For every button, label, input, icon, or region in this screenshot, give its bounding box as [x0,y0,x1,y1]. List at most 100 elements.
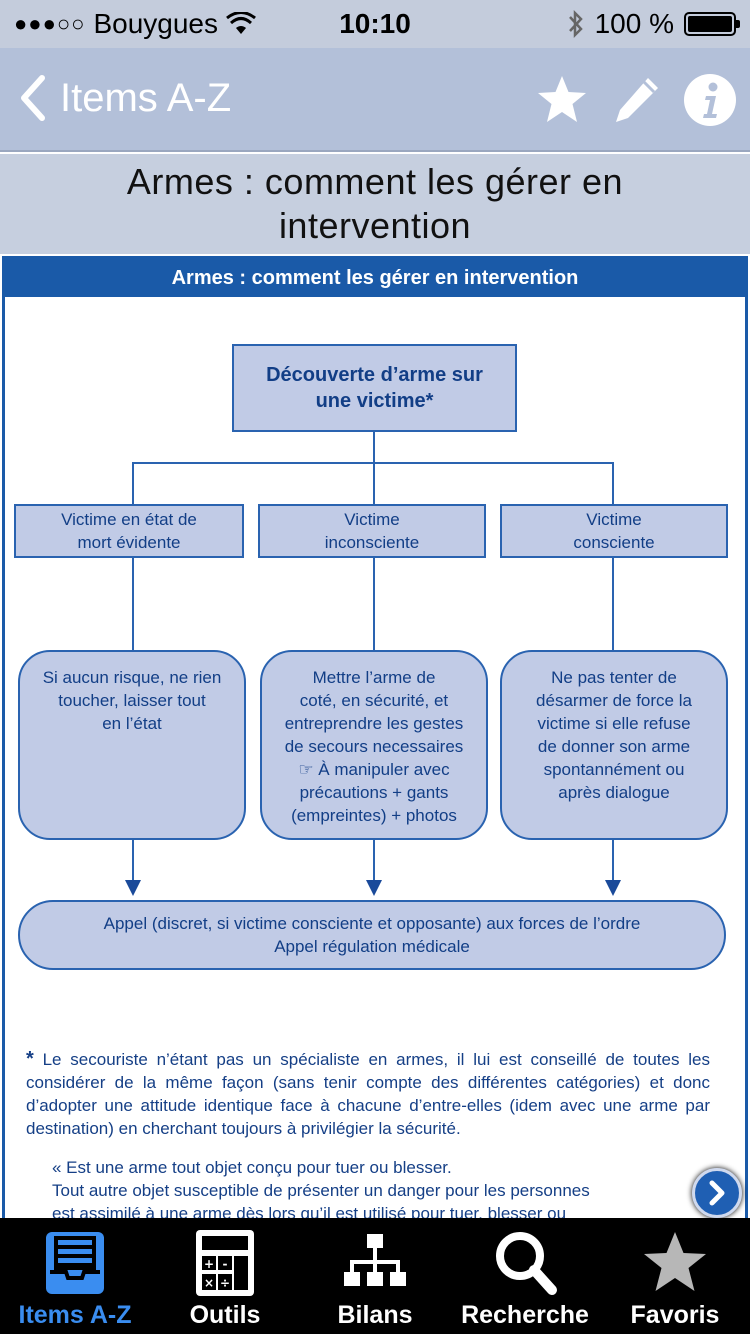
action-line: spontannément ou [543,760,685,779]
pencil-icon[interactable] [608,72,664,128]
connector-line [132,462,134,504]
inbox-tray-icon [46,1232,104,1294]
bluetooth-icon [568,9,583,39]
carrier-group: ●●●○○ Bouygues [14,8,256,40]
tab-label: Recherche [461,1301,589,1329]
signal-dots-icon: ●●●○○ [14,11,86,36]
connector-line [612,558,614,650]
tab-bilans[interactable]: Bilans [300,1218,450,1334]
action-line: précautions + gants [299,783,449,802]
svg-text:-: - [223,1257,228,1271]
action-conscious-box: Ne pas tenter de désarmer de force la vi… [500,650,728,840]
org-chart-icon [344,1234,406,1286]
action-line: en l’état [102,714,162,733]
call-line1: Appel (discret, si victime consciente et… [103,914,641,933]
figure-header: Armes : comment les gérer en interventio… [5,259,745,297]
next-page-button[interactable] [692,1168,742,1218]
arrow-down-icon [125,880,141,896]
star-icon [644,1232,706,1291]
tab-label: Favoris [630,1301,720,1329]
discovery-line2: une victime* [315,390,434,412]
magnifier-icon [496,1232,557,1295]
clock: 10:10 [339,8,411,39]
call-line2: Appel régulation médicale [274,937,470,956]
quote-line: est assimilé à une arme dès lors qu’il e… [52,1204,567,1218]
connector-line [373,840,375,882]
page-title: Armes : comment les gérer en interventio… [0,154,750,254]
action-line: ☞ À manipuler avec [298,760,450,779]
arrow-down-icon [605,880,621,896]
tab-outils[interactable]: + - × ÷ Outils [150,1218,300,1334]
calculator-icon: + - × ÷ [196,1230,254,1296]
action-line: Mettre l’arme de [312,668,436,687]
action-line: Ne pas tenter de [551,668,677,687]
tab-label: Items A-Z [18,1301,132,1329]
tab-items-az[interactable]: Items A-Z [0,1218,150,1334]
category-unconscious-box: Victime inconsciente [258,504,486,558]
battery-percent: 100 % [594,8,674,39]
category-line: mort évidente [77,533,181,552]
action-line: victime si elle refuse [537,714,691,733]
chevron-right-icon [709,1180,725,1206]
content-scroll-area[interactable]: Armes : comment les gérer en interventio… [0,254,750,1218]
connector-line [373,558,375,650]
action-line: après dialogue [558,783,670,802]
nav-actions [534,72,738,128]
tab-recherche[interactable]: Recherche [450,1218,600,1334]
action-line: de secours necessaires [284,737,464,756]
category-line: Victime [344,510,400,529]
back-label: Items A-Z [60,75,232,120]
svg-text:÷: ÷ [220,1276,230,1290]
battery-icon [684,12,740,36]
call-box: Appel (discret, si victime consciente et… [18,900,726,970]
connector-line [612,840,614,882]
action-line: de donner son arme [537,737,691,756]
action-line: (empreintes) + photos [291,806,457,825]
info-icon[interactable] [682,72,738,128]
category-line: consciente [573,533,655,552]
tab-label: Bilans [337,1301,413,1329]
footnote-star: * [26,1048,34,1070]
action-line: entreprendre les gestes [284,714,464,733]
connector-line [373,432,375,462]
category-conscious-box: Victime consciente [500,504,728,558]
svg-text:+: + [204,1257,214,1271]
back-button[interactable]: Items A-Z [18,74,231,122]
page-title-line1: Armes : comment les gérer en [126,161,624,202]
action-line: Si aucun risque, ne rien [42,668,222,687]
action-line: désarmer de force la [536,691,692,710]
flowchart-figure: Armes : comment les gérer en interventio… [2,256,748,1218]
wifi-icon [226,12,256,34]
tab-favoris[interactable]: Favoris [600,1218,750,1334]
category-line: Victime en état de [61,510,197,529]
connector-line [132,840,134,882]
quote-line: Tout autre objet susceptible de présente… [52,1181,590,1200]
category-line: inconsciente [324,533,420,552]
star-icon[interactable] [534,72,590,128]
status-right: 100 % [567,8,740,40]
tab-bar: Items A-Z + - × ÷ Outils [0,1218,750,1334]
navigation-bar: Items A-Z [0,48,750,152]
footnote-text: Le secouriste n’étant pas un spécialiste… [26,1050,710,1138]
page-title-line2: intervention [278,205,472,246]
footnote: * Le secouriste n’étant pas un spécialis… [26,1048,710,1140]
action-unconscious-box: Mettre l’arme de coté, en sécurité, et e… [260,650,488,840]
connector-line [373,462,375,504]
svg-text:×: × [204,1276,214,1290]
weapon-definition: « Est une arme tout objet conçu pour tue… [52,1156,712,1218]
action-line: coté, en sécurité, et [299,691,449,710]
status-bar: ●●●○○ Bouygues 10:10 100 % [0,0,750,48]
connector-line [132,558,134,650]
arrow-down-icon [366,880,382,896]
discovery-line1: Découverte d’arme sur [266,364,483,386]
quote-line: « Est une arme tout objet conçu pour tue… [52,1158,452,1177]
connector-line [612,462,614,504]
action-line: toucher, laisser tout [58,691,206,710]
tab-label: Outils [189,1301,261,1329]
category-dead-box: Victime en état de mort évidente [14,504,244,558]
chevron-left-icon [21,75,45,121]
action-dead-box: Si aucun risque, ne rien toucher, laisse… [18,650,246,840]
category-line: Victime [586,510,642,529]
discovery-box: Découverte d’arme sur une victime* [232,344,517,432]
